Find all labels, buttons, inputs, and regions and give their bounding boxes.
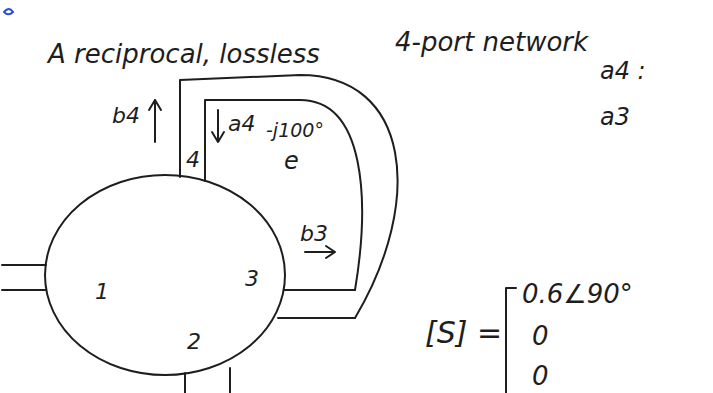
wave-arrow [305, 246, 335, 258]
phase-label: e [284, 148, 299, 174]
matrix-bracket [506, 288, 516, 393]
port-number: 3 [245, 267, 259, 291]
exponent-label: -j100° [266, 120, 324, 141]
port-number: 1 [95, 280, 109, 304]
label-text: A reciprocal, lossless [48, 40, 320, 69]
pen-mark [4, 9, 13, 14]
wave-label: a4 [228, 112, 255, 136]
matrix-cell: 0 [532, 362, 549, 391]
port3-line [278, 317, 355, 319]
wave-label: a3 [600, 104, 630, 130]
wave-label: a4 : [600, 58, 646, 84]
matrix-cell: 0 [532, 322, 549, 351]
wave-label: b3 [300, 222, 328, 246]
port2-line [229, 368, 231, 393]
port1-line [2, 289, 46, 291]
port2-line [184, 373, 186, 393]
port-number: 4 [186, 148, 200, 172]
port-number: 2 [187, 330, 201, 354]
matrix-label: [S] = [425, 316, 502, 349]
wave-label: b4 [112, 104, 140, 128]
wave-arrow [149, 100, 161, 142]
loop-line [180, 75, 398, 318]
network-circle: 4132 [45, 175, 285, 375]
wave-arrow [212, 110, 224, 142]
label-text: 4-port network [395, 28, 588, 57]
port3-line [284, 289, 355, 291]
port1-line [2, 264, 46, 266]
matrix-cell: 0.6∠90° [522, 280, 633, 309]
